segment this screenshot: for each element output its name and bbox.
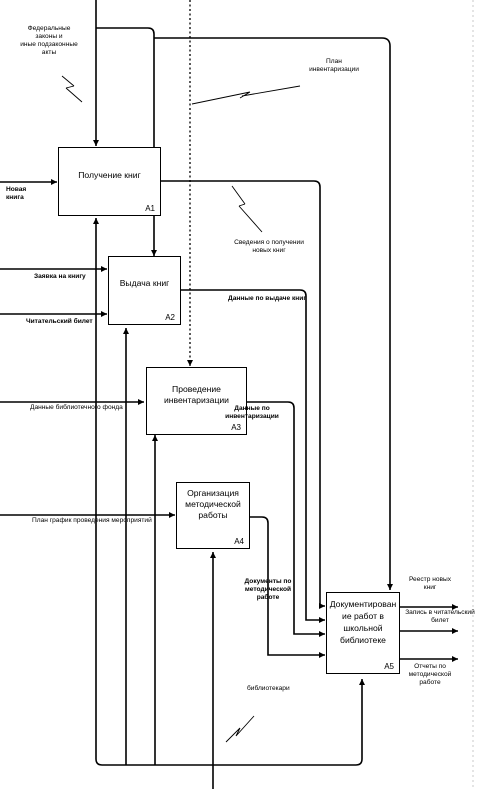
label-federal-laws-line3: иные подзаконные (20, 41, 78, 48)
label-inventory-data: Данные по инвентаризации (224, 405, 280, 421)
activity-a5-title-line3: школьной (343, 623, 383, 633)
label-registry: Реестр новых книг (404, 576, 456, 592)
arrow-mech-a5 (213, 679, 365, 766)
activity-a5-code: A5 (384, 662, 394, 671)
label-federal-laws-line2: законы и (35, 33, 63, 40)
activity-box-a3: Проведение инвентаризации A3 (146, 367, 247, 435)
label-method-docs-line2: методической (244, 586, 292, 593)
activity-box-a4: Организация методической работы A4 (176, 482, 250, 549)
label-inventory-data-line2: инвентаризации (225, 413, 279, 420)
label-method-docs-line1: Документы по (244, 578, 292, 585)
label-plan-inventory-line1: План (326, 58, 342, 65)
leader-librarians (225, 715, 255, 743)
label-new-book-line1: Новая (6, 186, 27, 193)
activity-a2-title: Выдача книг (119, 278, 170, 288)
label-new-books-info: Сведения о получении новых книг (228, 239, 310, 255)
label-librarians: библиотекари (247, 685, 290, 692)
label-reports-line3: работе (419, 679, 441, 686)
label-reports-line1: Отчеты по (414, 663, 446, 670)
label-card-record: Запись в читательский билет (404, 609, 476, 625)
label-plan-inventory: План инвентаризации (294, 58, 374, 74)
activity-a4-title-line2: методической (185, 499, 241, 509)
activity-a5-title-line2: ие работ в (342, 611, 384, 621)
label-new-books-info-line1: Сведения о получении (234, 239, 304, 246)
activity-a3-code: A3 (231, 423, 241, 432)
leader-federal (61, 75, 83, 103)
label-method-docs-line3: работе (256, 594, 280, 601)
label-book-request: Заявка на книгу (34, 273, 86, 280)
label-reports-line2: методической (408, 671, 452, 678)
arrow-control-a2 (96, 27, 157, 256)
label-new-book-line2: книга (6, 194, 24, 201)
label-federal-laws-line1: Федеральные (27, 25, 71, 32)
label-registry-line1: Реестр новых (408, 576, 452, 583)
arrow-control-a5 (154, 37, 393, 590)
leader-plan-inventory (191, 85, 301, 105)
activity-a1-title: Получение книг (78, 170, 141, 180)
label-event-plan: План график проведения мероприятий (32, 517, 152, 524)
activity-a4-code: A4 (234, 537, 244, 546)
label-reader-card: Читательский билет (26, 318, 93, 325)
activity-a1-code: A1 (145, 204, 155, 213)
activity-a4-title-line3: работы (198, 510, 228, 520)
label-federal-laws-line4: акты (41, 49, 57, 56)
activity-a2-code: A2 (165, 313, 175, 322)
label-card-record-line2: билет (431, 617, 449, 624)
activity-a4-title-line1: Организация (187, 488, 239, 498)
activity-a5-title-line4: библиотеке (340, 635, 386, 645)
activity-a5-title-line1: Документирован (329, 599, 397, 609)
label-issue-data: Данные по выдаче книг (228, 295, 307, 302)
activity-box-a5: Документирован ие работ в школьной библи… (326, 592, 400, 674)
label-method-docs: Документы по методической работе (240, 578, 296, 602)
label-registry-line2: книг (423, 584, 437, 591)
activity-box-a2: Выдача книг A2 (108, 256, 181, 325)
label-new-books-info-line2: новых книг (252, 247, 286, 254)
activity-box-a1: Получение книг A1 (58, 147, 161, 216)
arrow-mech-a1 (93, 218, 213, 766)
label-federal-laws: Федеральные законы и иные подзаконные ак… (12, 25, 86, 57)
label-reports: Отчеты по методической работе (402, 663, 458, 687)
arrow-a4-output (250, 516, 325, 658)
activity-a3-title-line1: Проведение (172, 384, 221, 394)
label-plan-inventory-line2: инвентаризации (309, 66, 359, 73)
label-new-book: Новая книга (6, 186, 26, 202)
label-fund-data: Данные библиотечного фонда (30, 404, 123, 411)
arrow-a3-output (247, 401, 325, 637)
label-inventory-data-line1: Данные по (234, 405, 270, 412)
activity-a3-title-line2: инвентаризации (164, 395, 229, 405)
leader-new-books-info (231, 185, 263, 233)
label-card-record-line1: Запись в читательский (405, 609, 475, 616)
arrow-a2-output (181, 289, 325, 623)
